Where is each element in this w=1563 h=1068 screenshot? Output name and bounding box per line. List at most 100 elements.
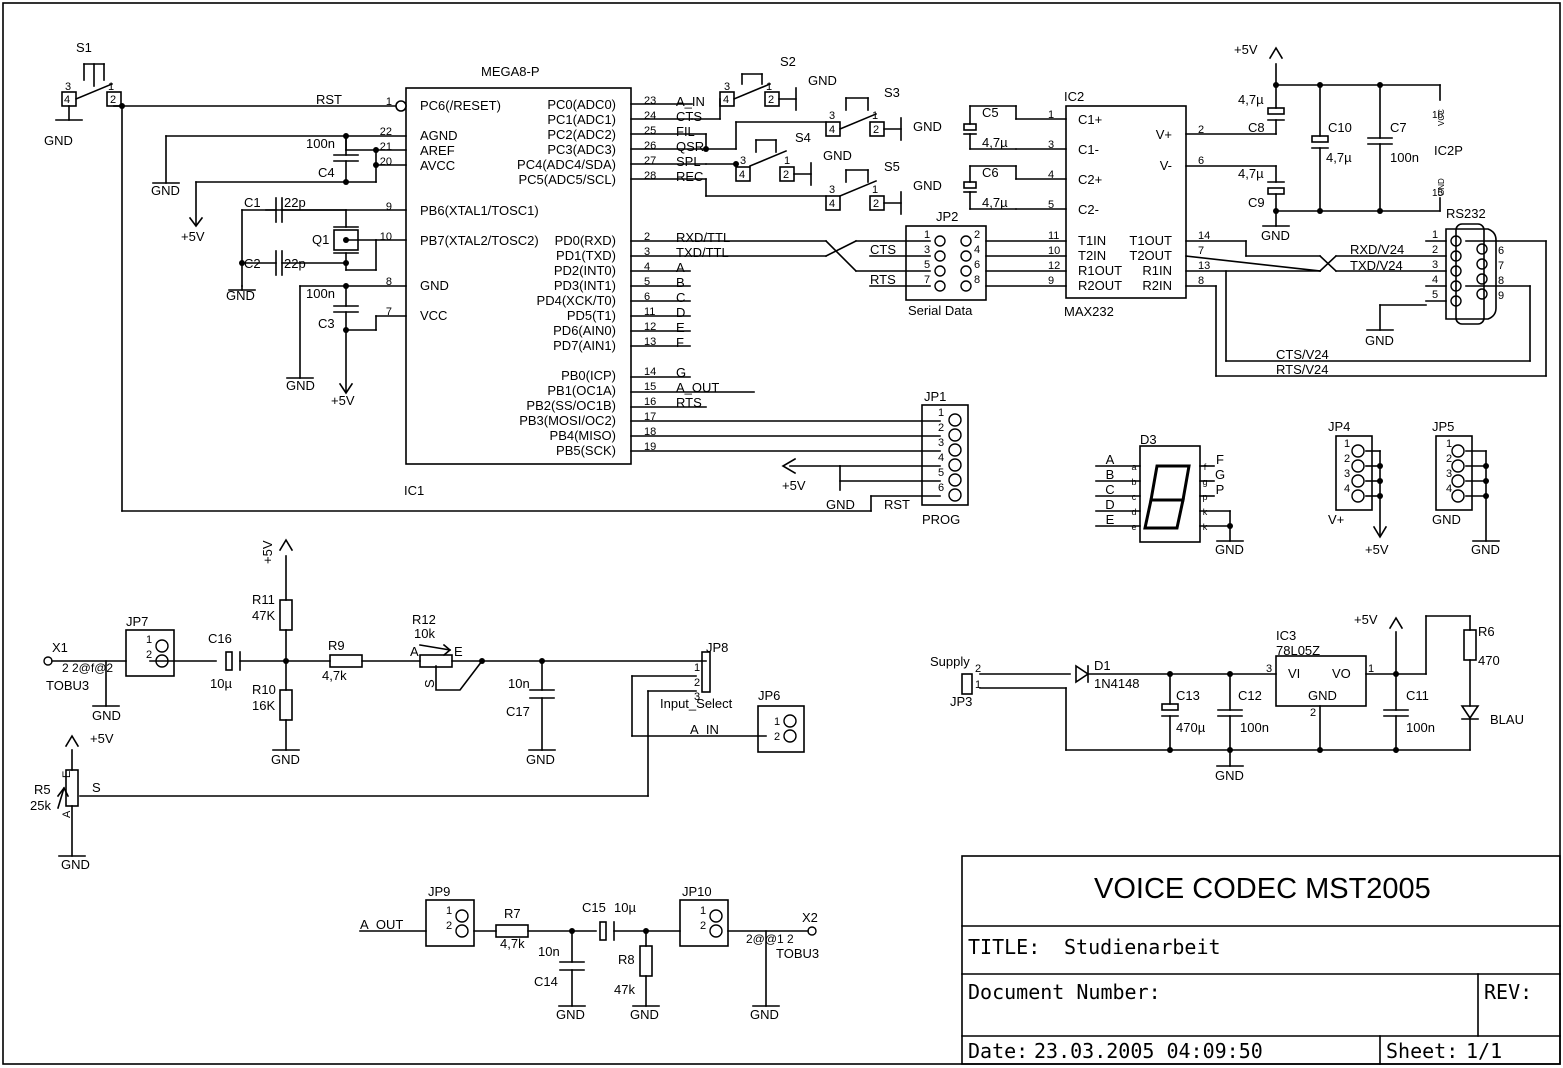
svg-text:1: 1 xyxy=(766,81,772,93)
max232-pin-number: 14 xyxy=(1198,230,1210,242)
ic2p-gnd: GND xyxy=(1437,178,1446,196)
vcc-label-mcu: +5V xyxy=(331,393,355,408)
max232-pin-number: 9 xyxy=(1048,275,1054,287)
net-cts: CTS xyxy=(870,242,896,257)
gnd-label-jp1: GND xyxy=(826,497,855,512)
mcu-net-label: G xyxy=(676,365,686,380)
mcu-pin-name: PD0(RXD) xyxy=(555,233,616,248)
mcu-part: MEGA8-P xyxy=(481,64,540,79)
jp10-label: JP10 xyxy=(682,884,712,899)
c7-label: C7 xyxy=(1390,120,1407,135)
svg-text:1: 1 xyxy=(446,905,452,917)
svg-text:1: 1 xyxy=(700,905,706,917)
seg-net-label: P xyxy=(1216,482,1225,497)
svg-text:6: 6 xyxy=(1498,245,1504,257)
project-title: VOICE CODEC MST2005 xyxy=(1094,873,1431,905)
r5-pin-e: E xyxy=(61,771,73,778)
ic3-label: IC3 xyxy=(1276,628,1296,643)
r8-label: R8 xyxy=(618,952,635,967)
svg-text:5: 5 xyxy=(1432,289,1438,301)
svg-text:2: 2 xyxy=(783,169,789,181)
mcu-pin-number: 2 xyxy=(644,231,650,243)
mcu-net-label: SPL xyxy=(676,154,701,169)
seg-pin-letter: g xyxy=(1202,477,1207,487)
max232-pin-name: R1IN xyxy=(1142,263,1172,278)
svg-text:4: 4 xyxy=(1446,483,1452,495)
mcu-pin-number: 16 xyxy=(644,396,656,408)
seg-net-label: E xyxy=(1106,512,1115,527)
seg-net-label: A xyxy=(1106,452,1115,467)
max232-pin-name: R1OUT xyxy=(1078,263,1122,278)
jp5-label: JP5 xyxy=(1432,419,1454,434)
mcu-net-label: D xyxy=(676,305,685,320)
gnd-label-r5: GND xyxy=(61,857,90,872)
svg-text:9: 9 xyxy=(1498,290,1504,302)
ic3-vo: VO xyxy=(1332,666,1351,681)
gnd-label-c12: GND xyxy=(1215,768,1244,783)
mcu-pin-name: PB4(MISO) xyxy=(550,428,616,443)
jp4-label: JP4 xyxy=(1328,419,1350,434)
input-select-label: Input_Select xyxy=(660,696,733,711)
c17-label: C17 xyxy=(506,704,530,719)
c12-label: C12 xyxy=(1238,688,1262,703)
gnd-label-s1: GND xyxy=(44,133,73,148)
svg-text:1: 1 xyxy=(1446,438,1452,450)
max232-ref: IC2 xyxy=(1064,89,1084,104)
max232-pin-name: R2OUT xyxy=(1078,278,1122,293)
max232-part: MAX232 xyxy=(1064,304,1114,319)
svg-text:3: 3 xyxy=(1446,468,1452,480)
max232-pin-name: T2OUT xyxy=(1129,248,1172,263)
max232-pin-name: T1IN xyxy=(1078,233,1106,248)
mcu-pin-name: PD6(AIN0) xyxy=(553,323,616,338)
c14-label: C14 xyxy=(534,974,558,989)
c1-label: C1 xyxy=(244,195,261,210)
max232-pin-number: 7 xyxy=(1198,245,1204,257)
max232-pin-name: T2IN xyxy=(1078,248,1106,263)
seg-net-label: F xyxy=(1216,452,1224,467)
max232-pin-number: 8 xyxy=(1198,275,1204,287)
r7-label: R7 xyxy=(504,906,521,921)
tobu3-label-x2: TOBU3 xyxy=(776,946,819,961)
jp3-label: JP3 xyxy=(950,694,972,709)
r9-value: 4,7k xyxy=(322,668,347,683)
svg-text:4: 4 xyxy=(974,244,980,256)
c3-value: 100n xyxy=(306,286,335,301)
mcu-pin-number: 13 xyxy=(644,336,656,348)
net-rts: RTS xyxy=(870,272,896,287)
c8-value: 4,7µ xyxy=(1238,92,1264,107)
mcu-pin-name: PC3(ADC3) xyxy=(547,142,616,157)
rs232-label: RS232 xyxy=(1446,206,1486,221)
svg-text:1: 1 xyxy=(784,155,790,167)
max232-pin-name: C2- xyxy=(1078,202,1099,217)
svg-text:4: 4 xyxy=(739,169,745,181)
rev-label: REV: xyxy=(1484,980,1532,1004)
c2-label: C2 xyxy=(244,256,261,271)
svg-text:2: 2 xyxy=(146,649,152,661)
gnd-label-x1: GND xyxy=(92,708,121,723)
svg-text:2: 2 xyxy=(938,422,944,434)
s2-label: S2 xyxy=(780,54,796,69)
svg-text:8: 8 xyxy=(1498,275,1504,287)
ic2p-label: IC2P xyxy=(1434,143,1463,158)
mcu-ref: IC1 xyxy=(404,483,424,498)
mcu-pin-number: 20 xyxy=(380,156,392,168)
svg-text:3: 3 xyxy=(938,437,944,449)
mcu-pin-number: 21 xyxy=(380,141,392,153)
max232-pin-number: 10 xyxy=(1048,245,1060,257)
vcc-label-r11: +5V xyxy=(260,540,275,564)
mcu-pin-number: 3 xyxy=(644,246,650,258)
mcu-pin-name: PC6(/RESET) xyxy=(420,98,501,113)
mcu-pin-number: 12 xyxy=(644,321,656,333)
svg-text:2: 2 xyxy=(694,677,700,689)
c10-value: 4,7µ xyxy=(1326,150,1352,165)
seg-pin-letter: a xyxy=(1131,462,1136,472)
net-rst-jp1: RST xyxy=(884,497,910,512)
c15-label: C15 xyxy=(582,900,606,915)
r8-value: 47k xyxy=(614,982,635,997)
mcu-pin-number: 28 xyxy=(644,170,656,182)
svg-text:3: 3 xyxy=(924,244,930,256)
mcu-net-label: CTS xyxy=(676,109,702,124)
ic2p-vcc: VCC xyxy=(1437,109,1446,126)
c13-value: 470µ xyxy=(1176,720,1206,735)
